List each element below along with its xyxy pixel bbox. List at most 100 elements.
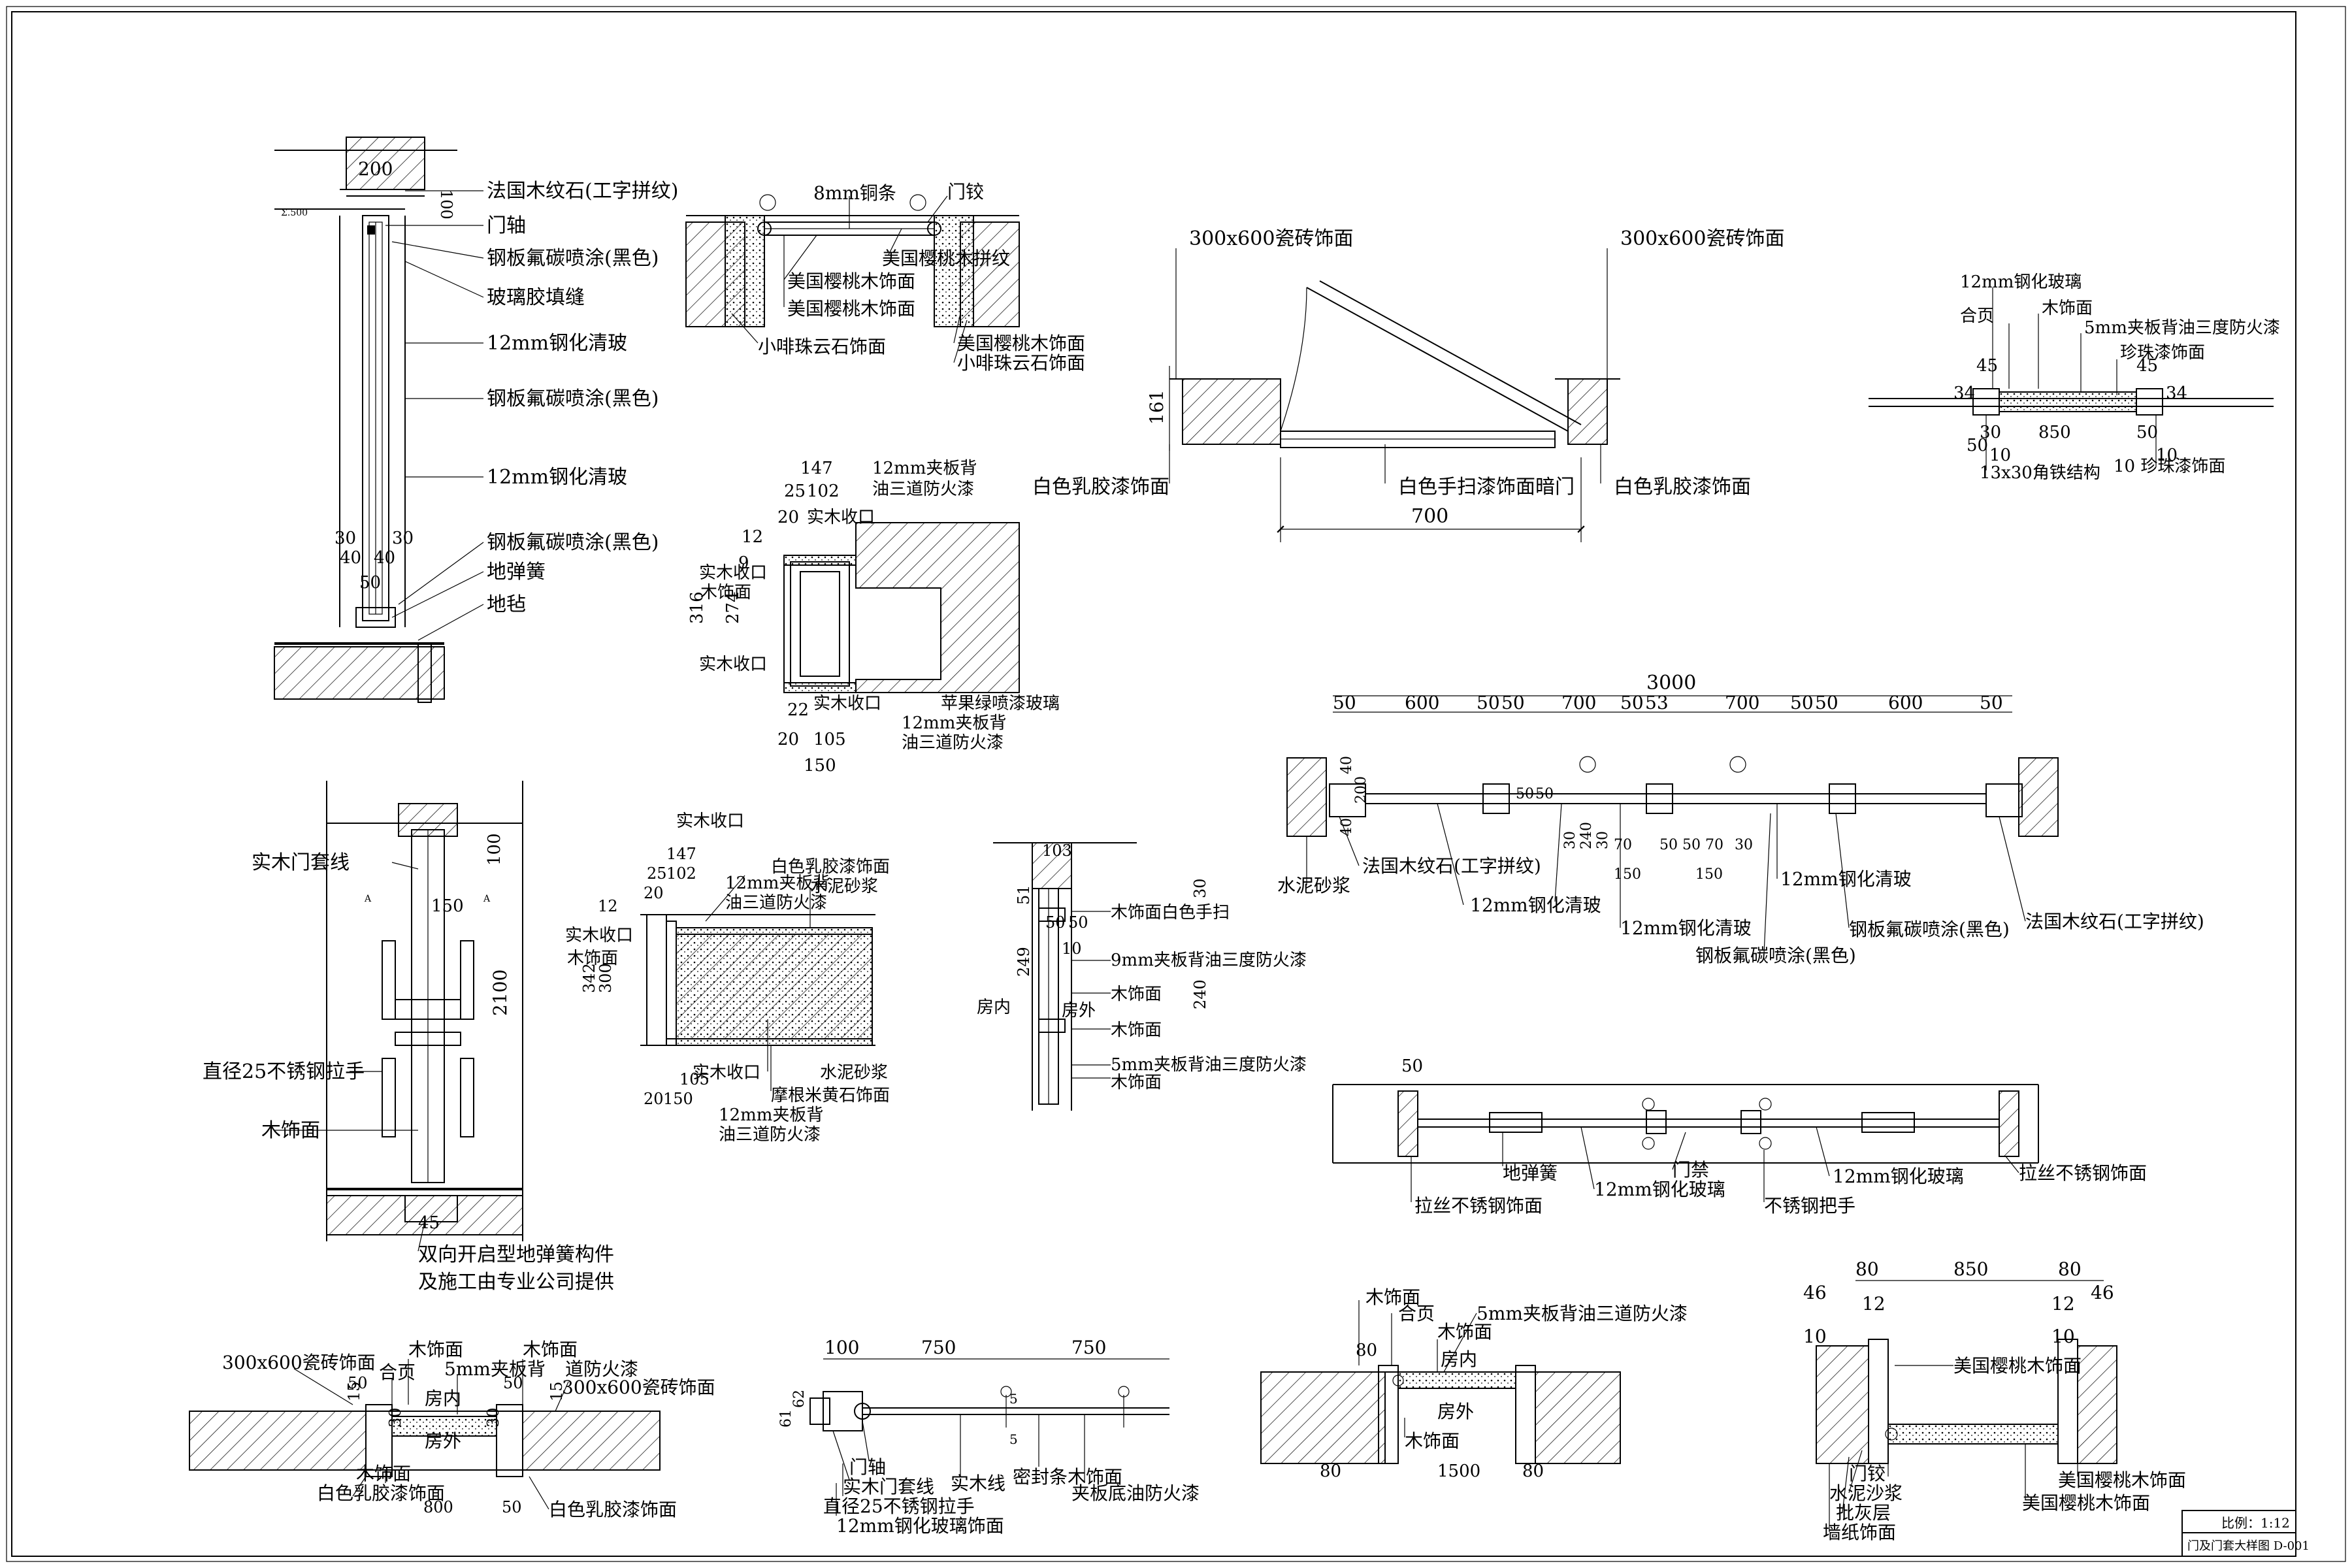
d5-label-3: 实木收口: [699, 563, 767, 583]
d7-label-1: 直径25不锈钢拉手: [203, 1060, 365, 1083]
d5-dim-12: 12: [742, 527, 763, 547]
d1-label-6: 12mm钢化清玻: [487, 466, 627, 489]
d7-label-0: 实木门套线: [252, 851, 350, 874]
d5-label-6: 实木收口: [813, 694, 881, 713]
d10-label-4: 拉丝不锈钢饰面: [2019, 1162, 2147, 1184]
d7-label-3: 双向开启型地弹簧构件: [418, 1243, 614, 1266]
d12-dim-61: 61: [778, 1409, 794, 1428]
d13-label-3: 木饰面: [1437, 1321, 1492, 1343]
detail-glass-partition-plan: 3000 50 600 50 50 700 50 53 700 50 50 60…: [1277, 672, 2204, 966]
d5-label-0: 12mm夹板背: [872, 459, 977, 478]
d4-dim-34a: 34: [1953, 384, 1975, 403]
d10-label-5: 拉丝不锈钢饰面: [1414, 1195, 1543, 1217]
d6-label-2: 12mm钢化清玻: [1470, 894, 1601, 916]
d5-label-1: 油三道防火漆: [872, 480, 974, 499]
d13-label-5: 房外: [1437, 1401, 1474, 1422]
detail-cherry-door-850-plan: 80 850 80 46 46 10 12 12 10 美国樱桃木饰面 门铰: [1803, 1258, 2186, 1543]
d1-label-3: 玻璃胶填缝: [487, 286, 585, 309]
d14-label-3: 批灰层: [1836, 1502, 1891, 1524]
d6-dim-8: 50: [1790, 692, 1814, 713]
d6-dim-20: 70: [1614, 837, 1632, 853]
d6-dim-14: 200: [1353, 776, 1369, 804]
d4-dim-10a: 10: [1989, 446, 2011, 465]
d7-dim-150: 150: [431, 896, 464, 916]
d6-dim-16: 50: [1535, 786, 1554, 802]
d12-label-6: 12mm钢化玻璃饰面: [836, 1515, 1004, 1537]
d8-dim-12: 12: [598, 897, 618, 915]
detail-tile-door-plan: 15 50 50 30 30 15 800 50 300x600瓷砖饰面 合页 …: [189, 1339, 715, 1520]
d11-dim-800: 800: [423, 1498, 453, 1516]
d4-label-4: 珍珠漆饰面: [2120, 343, 2205, 363]
d8-dim-20: 20: [644, 884, 664, 902]
d14-label-6: 美国樱桃木饰面: [2022, 1492, 2150, 1514]
d5-dim-22: 22: [787, 700, 809, 720]
d4-label-0: 12mm钢化玻璃: [1960, 272, 2082, 292]
d11-label-6: 300x600瓷砖饰面: [562, 1377, 715, 1398]
d4-dim-50a: 50: [1967, 436, 1988, 455]
d9-label-4: 木饰面: [1111, 1021, 1162, 1040]
d11-dim-50a: 50: [348, 1374, 368, 1392]
d10-dim-50: 50: [1401, 1056, 1423, 1076]
d6-label-6: 钢板氟碳喷涂(黑色): [1695, 945, 1856, 966]
d2-label-2: 美国樱桃木拼纹: [882, 248, 1010, 269]
d14-dim-80b: 80: [2058, 1258, 2082, 1280]
d7-dim-100: 100: [485, 833, 504, 866]
d13-dim-80c: 80: [1522, 1462, 1544, 1481]
inner-frame: [11, 11, 2296, 1557]
d12-dim-5a: 5: [1009, 1391, 1018, 1407]
d6-dim-9: 50: [1815, 692, 1838, 713]
d1-dim-40a: 40: [340, 548, 361, 568]
d6-dim-22: 50: [1682, 837, 1701, 853]
d3-label-4: 白色乳胶漆饰面: [1614, 476, 1751, 498]
d9-dim-10: 10: [1062, 939, 1082, 958]
d3-label-1: 300x600瓷砖饰面: [1620, 227, 1784, 250]
d6-dim-0: 50: [1333, 692, 1356, 713]
d11-label-8: 房外: [425, 1430, 461, 1452]
d12-label-1: 实木门套线: [843, 1476, 934, 1497]
d9-label-3: 房外: [1062, 1001, 1096, 1021]
d12-dim-750a: 750: [921, 1337, 956, 1358]
d12-label-4: 夹板底油防火漆: [1071, 1482, 1200, 1504]
sheet-border: [6, 6, 2346, 1562]
d12-dim-62: 62: [791, 1390, 808, 1408]
detail-glass-door-pulls-plan: 100 750 750 61 62 5 5 门轴 实木门套线 实木线 密封条木饰…: [778, 1337, 1200, 1537]
d5-label-5: 实木收口: [699, 655, 767, 674]
d14-dim-850: 850: [1953, 1258, 1988, 1280]
d6-label-3: 12mm钢化清玻: [1620, 917, 1752, 939]
d5-dim-105: 105: [813, 730, 846, 749]
d3-label-0: 300x600瓷砖饰面: [1189, 227, 1353, 250]
d5-label-4: 木饰面: [700, 583, 751, 602]
d9-dim-30: 30: [1191, 878, 1209, 898]
d4-label-3: 5mm夹板背油三度防火漆: [2084, 318, 2280, 338]
d4-dim-45a: 45: [1976, 356, 1998, 376]
d14-dim-12b: 12: [2051, 1293, 2075, 1315]
d8-dim-25: 25: [647, 864, 667, 883]
d6-label-0: 法国木纹石(工字拼纹): [1362, 855, 1541, 877]
detail-room-door-plan: 80 80 1500 80 木饰面 合页 5mm夹板背油三道防火漆 木饰面 房内…: [1260, 1286, 1688, 1481]
d8-dim-150: 150: [663, 1090, 693, 1108]
d1-dim-200: 200: [358, 158, 393, 180]
d11-dim-30b: 30: [484, 1407, 502, 1428]
d7-tag-a1: A: [364, 894, 372, 904]
d4-label-6: 10 珍珠漆饰面: [2114, 457, 2225, 476]
d11-dim-30a: 30: [386, 1407, 404, 1428]
detail-cherry-door-plan: 8mm铜条 门铰 美国樱桃木拼纹 美国樱桃木饰面 美国樱桃木饰面 美国樱桃木饰面…: [685, 181, 1085, 374]
d5-dim-150: 150: [804, 756, 836, 776]
d4-dim-45b: 45: [2136, 356, 2158, 376]
d4-dim-850: 850: [2038, 423, 2071, 442]
d8-dim-342: 342: [580, 963, 598, 993]
d8-dim-20b: 20: [644, 1090, 664, 1108]
d6-dim-12: 40: [1339, 756, 1355, 774]
d6-dim-3000: 3000: [1646, 672, 1696, 694]
detail-jamb-beige-stone: 147 25 102 20 342 300 12 20 105 150 实木收口…: [565, 811, 890, 1145]
d2-label-6: 小啡珠云石饰面: [758, 336, 886, 357]
d2-label-4: 美国樱桃木饰面: [787, 298, 915, 319]
d6-dim-10: 600: [1888, 692, 1923, 713]
d14-label-4: 墙纸饰面: [1823, 1522, 1896, 1543]
d2-label-5: 美国樱桃木饰面: [957, 333, 1085, 354]
d8-dim-300: 300: [596, 963, 615, 993]
d9-label-1: 9mm夹板背油三度防火漆: [1111, 951, 1307, 970]
d5-label-2: 实木收口: [807, 508, 875, 527]
d11-label-7: 房内: [425, 1388, 461, 1409]
